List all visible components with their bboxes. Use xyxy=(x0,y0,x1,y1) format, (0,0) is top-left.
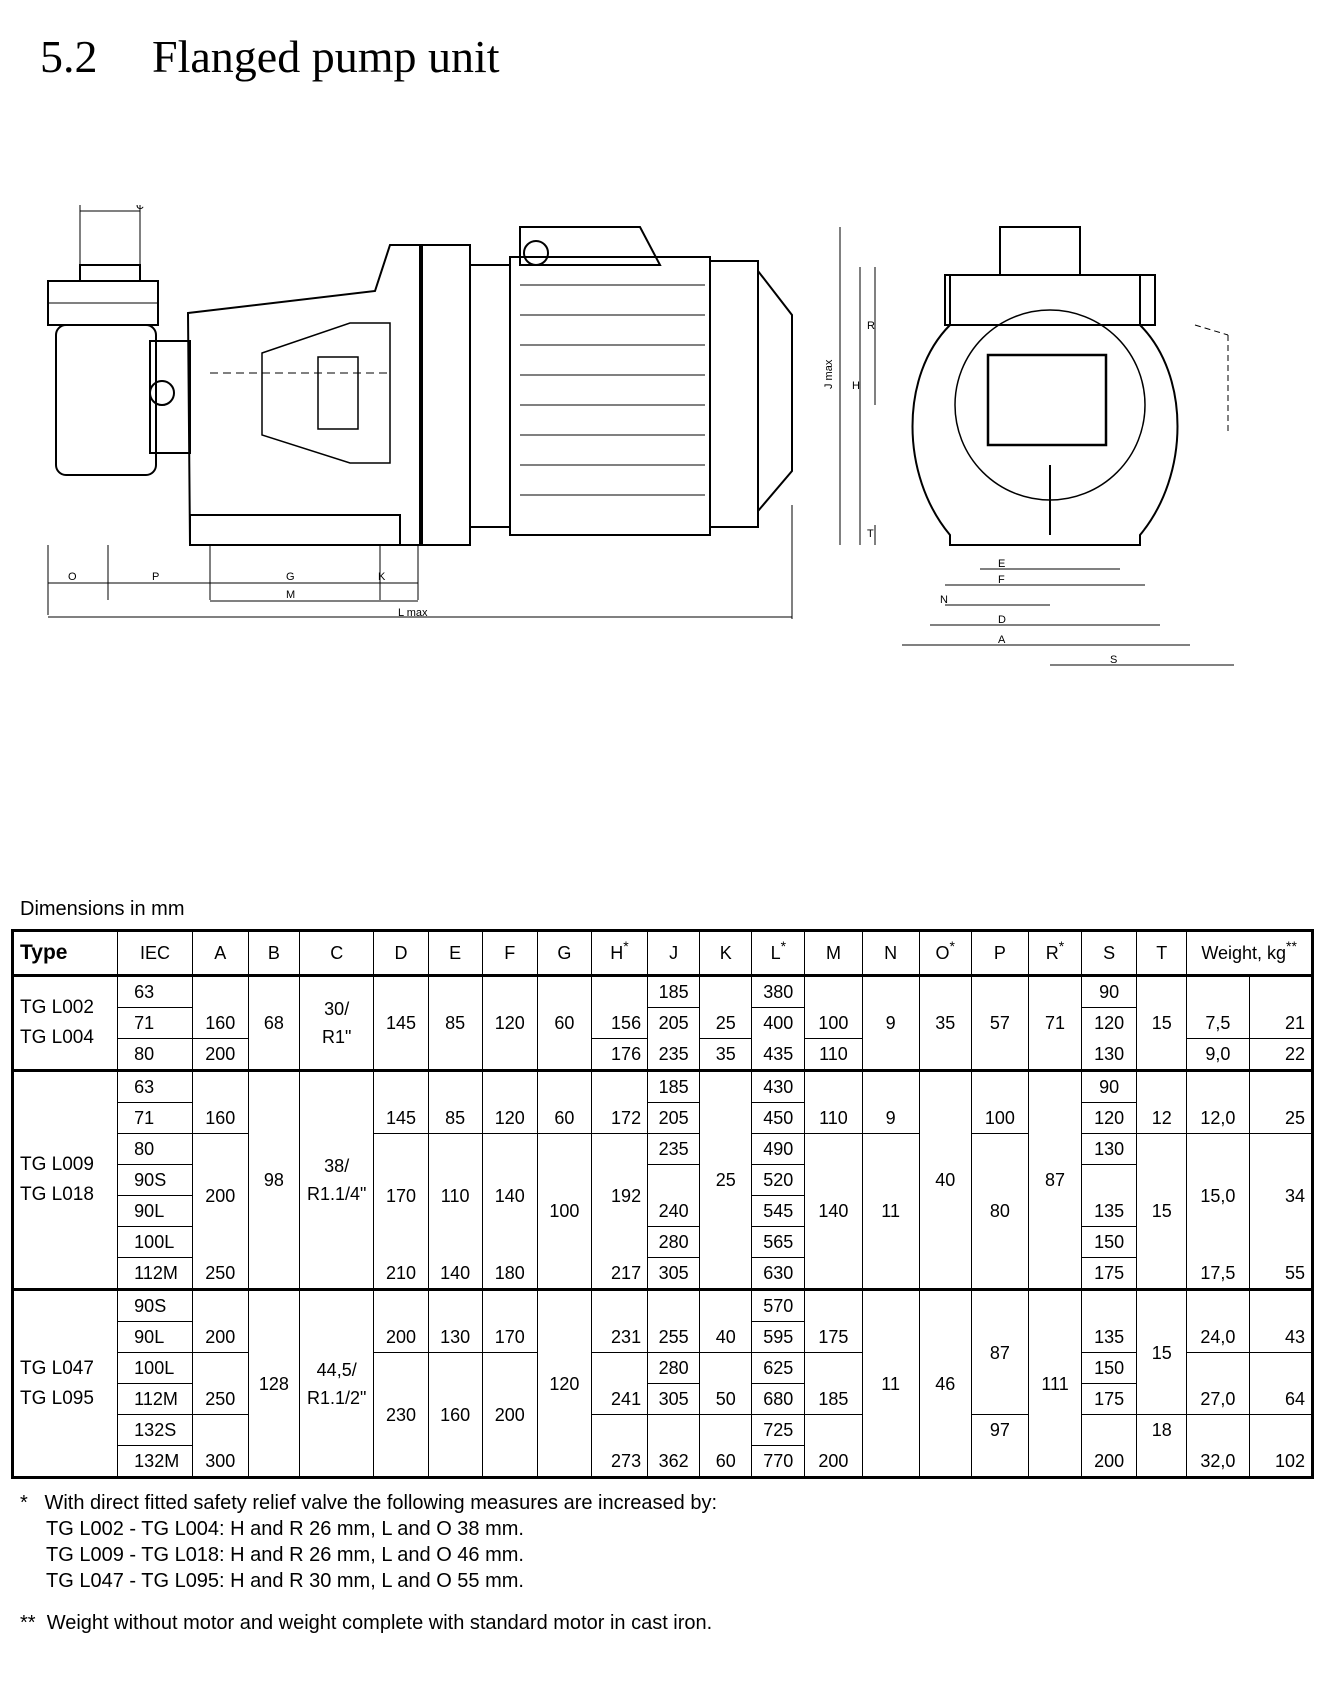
table-row: 112M 305 680 175 xyxy=(13,1383,1313,1415)
col-k: K xyxy=(699,930,752,977)
table-row: 90L 595 xyxy=(13,1321,1313,1353)
dim-label-s: S xyxy=(1110,654,1117,666)
col-iec: IEC xyxy=(117,930,193,977)
section-heading: 5.2 Flanged pump unit xyxy=(40,30,500,83)
col-s: S xyxy=(1081,930,1137,977)
dim-label-t: T xyxy=(867,528,874,540)
col-l: L* xyxy=(751,930,805,977)
dim-label-h: H xyxy=(852,380,860,392)
col-b: B xyxy=(247,930,300,977)
dim-label-p: P xyxy=(152,571,159,583)
table-row: 90L 545 xyxy=(13,1195,1313,1227)
table-caption: Dimensions in mm xyxy=(20,898,185,920)
dim-label-f: F xyxy=(998,574,1005,586)
col-o: O* xyxy=(918,930,972,977)
dim-label-r: R xyxy=(867,320,875,332)
dim-label-m: M xyxy=(286,589,295,601)
footnote-line: TG L047 - TG L095: H and R 30 mm, L and … xyxy=(46,1570,524,1592)
col-type: Type xyxy=(11,930,118,977)
table-row: 71 205 450 120 xyxy=(13,1102,1313,1134)
pump-head xyxy=(47,264,191,476)
col-weight: Weight, kg** xyxy=(1186,930,1313,977)
table-row: 90S 240 520 135 xyxy=(13,1164,1313,1227)
footnote-line: TG L002 - TG L004: H and R 26 mm, L and … xyxy=(46,1518,524,1540)
table-row: 80 200 176 235 35 435 110 130 9,0 22 xyxy=(13,1038,1313,1072)
dim-label-lmax: L max xyxy=(398,607,428,619)
front-view xyxy=(911,226,1229,546)
dim-label-k: K xyxy=(378,571,386,583)
dim-label-d: D xyxy=(998,614,1006,626)
table-row: 100L 250 230 160 200 241 280 50 625 185 … xyxy=(13,1352,1313,1478)
table-row: 100L 280 565 150 xyxy=(13,1226,1313,1258)
footnote-single-star: * With direct fitted safety relief valve… xyxy=(20,1492,717,1514)
dim-label-jmax: J max xyxy=(823,359,835,389)
dim-label-e: E xyxy=(998,558,1005,570)
footnote-double-star: ** Weight without motor and weight compl… xyxy=(20,1612,713,1634)
col-c: C xyxy=(298,930,374,977)
bearing-bracket xyxy=(186,244,421,546)
col-d: D xyxy=(373,930,429,977)
front-dimensions xyxy=(839,227,1234,666)
table-header-row: Type IEC A B C D E F G H* J K L* M N O* … xyxy=(11,930,1313,977)
col-f: F xyxy=(481,930,538,977)
section-number: 5.2 xyxy=(40,31,98,82)
dimensions-table: Type IEC A B C D E F G H* J K L* M N O* … xyxy=(11,929,1314,1479)
col-e: E xyxy=(427,930,483,977)
table-row: 132S 300 273 362 60 725 200 97 200 18 32… xyxy=(13,1414,1313,1478)
section-title: Flanged pump unit xyxy=(152,31,500,82)
table-row: 112M 250 210 140 180 217 305 630 175 17,… xyxy=(13,1257,1313,1291)
footnotes: * With direct fitted safety relief valve… xyxy=(20,1490,717,1636)
col-n: N xyxy=(861,930,920,977)
dim-label-c: C xyxy=(136,205,144,212)
pump-drawing: C O P G K M L max B J max H R T E F N D … xyxy=(47,205,1234,666)
dim-label-a: A xyxy=(998,634,1006,646)
col-h: H* xyxy=(590,930,648,977)
col-g: G xyxy=(536,930,592,977)
dim-label-g: G xyxy=(286,571,295,583)
col-a: A xyxy=(191,930,249,977)
motor xyxy=(421,226,793,546)
col-r: R* xyxy=(1027,930,1082,977)
dim-label-o: O xyxy=(68,571,77,583)
footnote-line: TG L009 - TG L018: H and R 26 mm, L and … xyxy=(46,1544,524,1566)
col-j: J xyxy=(647,930,700,977)
dim-label-n: N xyxy=(940,594,948,606)
table-row: 80 200 170 110 140 100 192 235 490 140 1… xyxy=(13,1133,1313,1291)
col-p: P xyxy=(970,930,1029,977)
side-dimensions xyxy=(47,205,793,619)
col-m: M xyxy=(804,930,863,977)
table-row: 132M 770 xyxy=(13,1445,1313,1478)
table-row: 71 205 400 120 xyxy=(13,1007,1313,1039)
col-t: T xyxy=(1136,930,1187,977)
